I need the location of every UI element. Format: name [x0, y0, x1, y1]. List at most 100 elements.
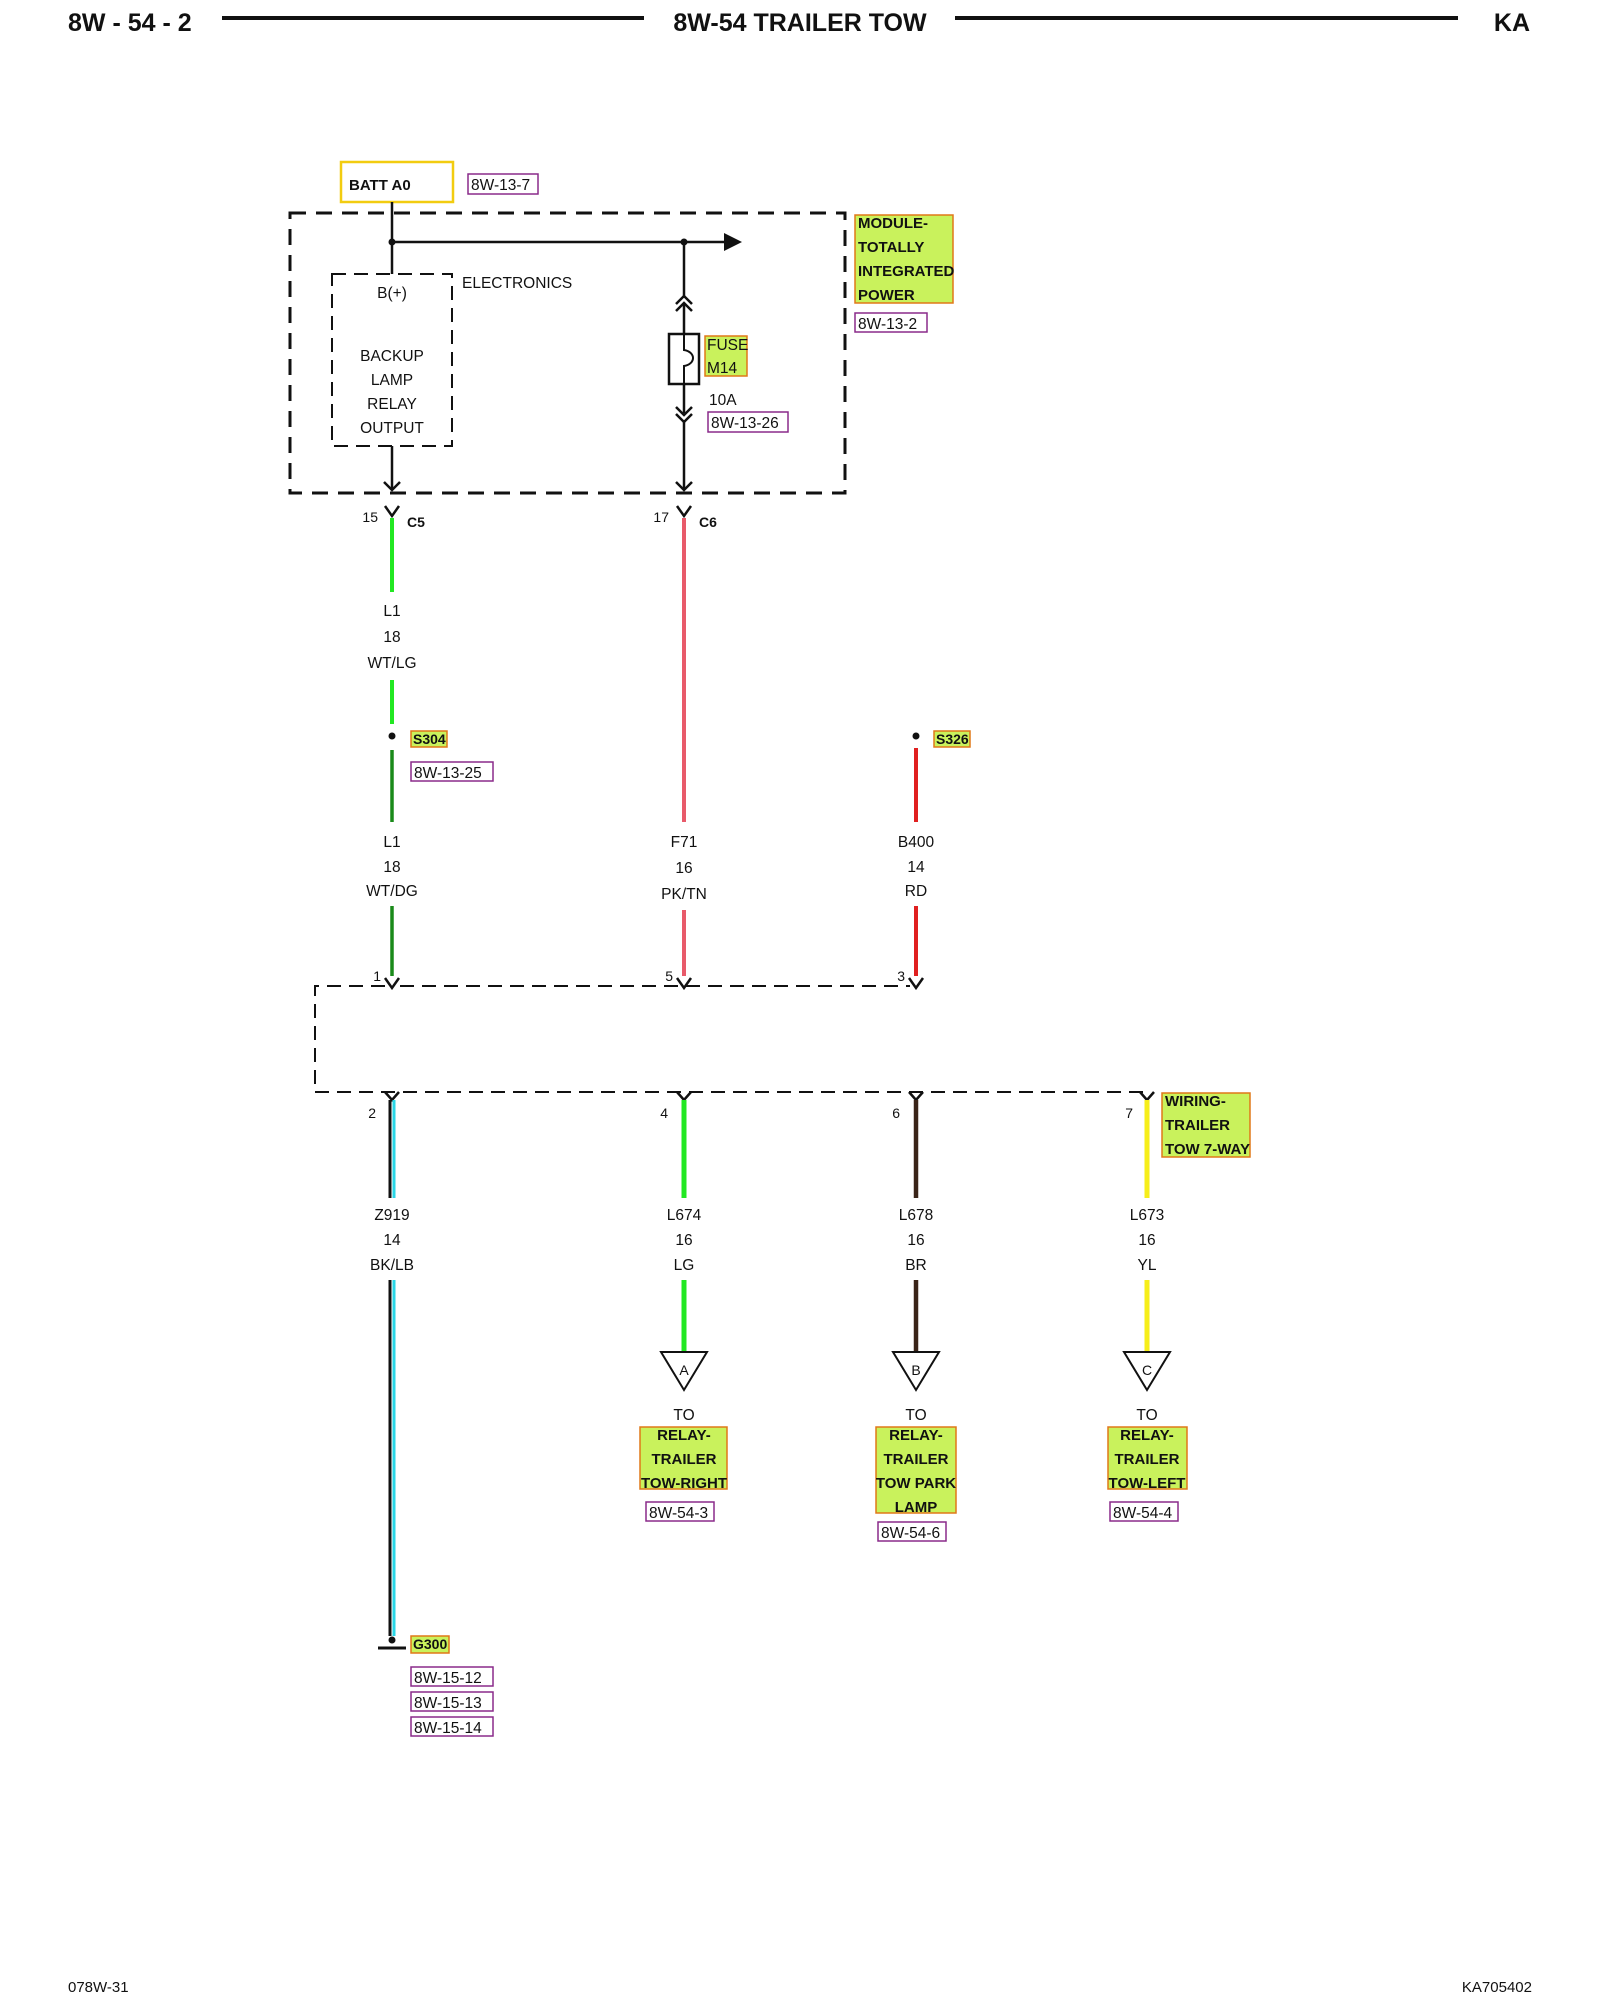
- footer-left-code: 078W-31: [68, 1979, 129, 1996]
- dest-c-ref[interactable]: 8W-54-4: [1113, 1505, 1173, 1522]
- dest-a-ref[interactable]: 8W-54-3: [649, 1505, 708, 1522]
- ground-dot: [388, 1636, 396, 1644]
- wire-b400-color: RD: [905, 883, 927, 900]
- splice-s326-dot: [912, 732, 920, 740]
- module-name-highlight: [854, 214, 954, 304]
- relay-output-line-1: BACKUP: [360, 348, 424, 365]
- bplus-label: B(+): [377, 285, 407, 302]
- dest-a-highlight: [639, 1426, 728, 1490]
- pin-15-terminal-icon: [383, 505, 401, 519]
- batt-ref[interactable]: 8W-13-7: [471, 177, 530, 194]
- dest-b-line-1: RELAY-: [889, 1427, 943, 1444]
- dest-c-line-3: TOW-LEFT: [1109, 1475, 1186, 1492]
- fuse-rating: 10A: [709, 392, 737, 409]
- dest-b-line-3: TOW PARK: [876, 1475, 956, 1492]
- trailer-pin-4: 4: [660, 1105, 668, 1121]
- ground-ref-1[interactable]: 8W-15-12: [414, 1670, 482, 1687]
- wire-b400-gauge: 14: [907, 859, 925, 876]
- trailer-pin-2-terminal-icon: [384, 1091, 400, 1102]
- ground-highlight: [410, 1635, 450, 1654]
- trailer-pin-4-terminal-icon: [676, 1091, 692, 1102]
- relay-output-line-4: OUTPUT: [360, 420, 424, 437]
- pin-17-terminal-icon: [675, 505, 693, 519]
- wire-l674-circuit: L674: [667, 1207, 702, 1224]
- wire-l678-circuit: L678: [899, 1207, 933, 1224]
- fuse-number: M14: [707, 360, 738, 377]
- wire-l674-color: LG: [674, 1257, 695, 1274]
- trailer-connector-name-highlight: [1161, 1092, 1251, 1158]
- pin-15-number: 15: [362, 509, 378, 525]
- wire-f71-circuit: F71: [671, 834, 698, 851]
- dest-a-line-3: TOW-RIGHT: [641, 1475, 727, 1492]
- splice-s304-ref-box: [410, 761, 494, 782]
- offpage-connector-c-icon[interactable]: [1122, 1351, 1172, 1392]
- trailer-connector-name-line-1: WIRING-: [1165, 1093, 1226, 1110]
- batt-source-box: [339, 160, 455, 204]
- fuse-label: FUSE: [707, 337, 748, 354]
- trailer-pin-5-terminal-icon: [675, 977, 693, 991]
- dest-a-ref-box: [645, 1501, 715, 1522]
- offpage-connector-b-letter: B: [911, 1362, 920, 1378]
- wire-l1-upper-color: WT/LG: [367, 655, 416, 672]
- wire-z919-color: BK/LB: [370, 1257, 414, 1274]
- trailer-pin-6-terminal-icon: [908, 1091, 924, 1102]
- ground-ref-2[interactable]: 8W-15-13: [414, 1695, 482, 1712]
- wire-l673-color: YL: [1138, 1257, 1157, 1274]
- dest-b-ref-box: [877, 1521, 947, 1542]
- fuse-element: [683, 334, 694, 384]
- wire-l678-color: BR: [905, 1257, 927, 1274]
- fuse-ref-box: [707, 411, 789, 433]
- module-ref[interactable]: 8W-13-2: [858, 316, 917, 333]
- module-name-line-4: POWER: [858, 287, 915, 304]
- bus-arrow-icon: [724, 233, 742, 251]
- trailer-pin-6: 6: [892, 1105, 900, 1121]
- trailer-connector-name-line-3: TOW 7-WAY: [1165, 1141, 1250, 1158]
- trailer-pin-2: 2: [368, 1105, 376, 1121]
- trailer-connector-name-line-2: TRAILER: [1165, 1117, 1230, 1134]
- dest-b-highlight: [875, 1426, 957, 1514]
- offpage-connector-a-icon[interactable]: [659, 1351, 709, 1392]
- pin-15-connector: C5: [407, 514, 425, 530]
- module-name-line-1: MODULE-: [858, 215, 928, 232]
- module-name-line-2: TOTALLY: [858, 239, 924, 256]
- relay-output-line-3: RELAY: [367, 396, 417, 413]
- dest-a-line-2: TRAILER: [652, 1451, 717, 1468]
- electronics-label: ELECTRONICS: [462, 275, 572, 292]
- wire-l673-gauge: 16: [1138, 1232, 1155, 1249]
- splice-s304-highlight: [410, 730, 448, 748]
- splice-s304-dot: [388, 732, 396, 740]
- wire-l674-gauge: 16: [675, 1232, 692, 1249]
- wire-l1-lower-circuit: L1: [383, 834, 400, 851]
- dest-b-to: TO: [905, 1407, 926, 1424]
- offpage-connector-b-icon[interactable]: [891, 1351, 941, 1392]
- wire-l1-upper-circuit: L1: [383, 603, 400, 620]
- wire-f71-color: PK/TN: [661, 886, 707, 903]
- trailer-pin-1-terminal-icon: [383, 977, 401, 991]
- fuse-bottom-chevron-icon: [675, 406, 693, 417]
- wire-l1-upper-gauge: 18: [383, 629, 400, 646]
- fuse-output-chevron-icon: [675, 481, 693, 492]
- splice-s326-label: S326: [936, 731, 969, 747]
- fuse-ref[interactable]: 8W-13-26: [711, 415, 779, 432]
- trailer-pin-3-terminal-icon: [907, 977, 925, 991]
- pin-17-connector: C6: [699, 514, 717, 530]
- page-number: 8W - 54 - 2: [68, 9, 192, 37]
- trailer-pin-5: 5: [665, 968, 673, 984]
- fuse-top-chevron-icon: [675, 294, 693, 305]
- relay-output-chevron-icon: [383, 481, 401, 492]
- dest-c-line-2: TRAILER: [1115, 1451, 1180, 1468]
- ground-ref-2-box: [410, 1691, 494, 1712]
- relay-output-line-2: LAMP: [371, 372, 413, 389]
- dest-b-ref[interactable]: 8W-54-6: [881, 1525, 940, 1542]
- dest-c-highlight: [1107, 1426, 1188, 1490]
- ground-ref-1-box: [410, 1666, 494, 1687]
- splice-s304-label: S304: [413, 731, 446, 747]
- splice-s304-ref[interactable]: 8W-13-25: [414, 765, 482, 782]
- trailer-pin-7: 7: [1125, 1105, 1133, 1121]
- dest-b-line-4: LAMP: [895, 1499, 938, 1516]
- dest-c-to: TO: [1136, 1407, 1157, 1424]
- ground-ref-3[interactable]: 8W-15-14: [414, 1720, 482, 1737]
- offpage-connector-c-letter: C: [1142, 1362, 1152, 1378]
- module-name-line-3: INTEGRATED: [858, 263, 955, 280]
- fuse-highlight: [704, 335, 748, 377]
